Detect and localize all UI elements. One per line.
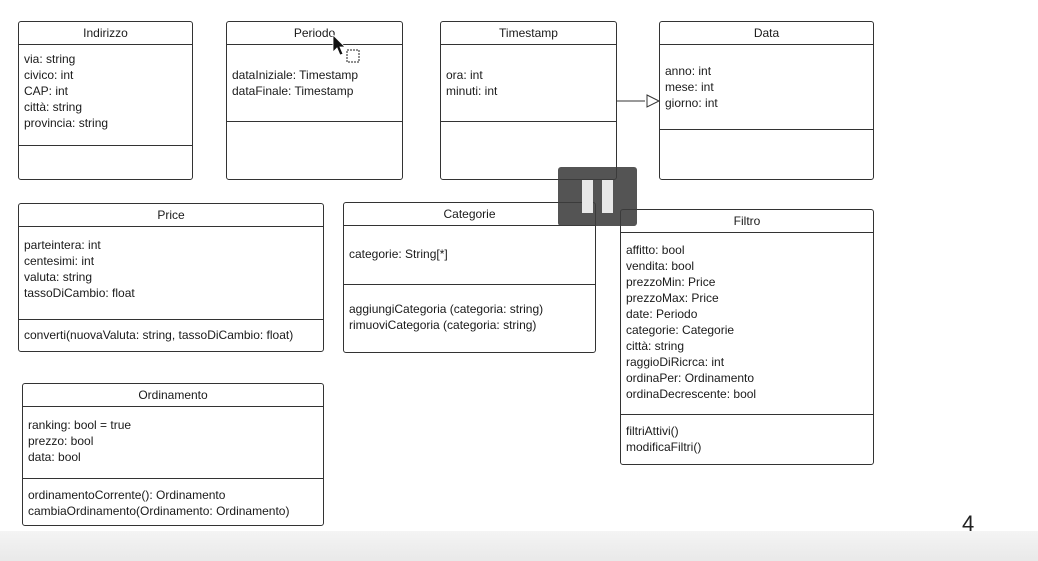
class-attribute: prezzoMin: Price	[626, 275, 716, 289]
class-attribute: affitto: bool	[626, 243, 685, 257]
slide-page-number: 4	[962, 511, 975, 536]
class-attribute: civico: int	[24, 68, 74, 82]
class-categorie-attributes: categorie: String[*]	[344, 226, 595, 285]
class-indirizzo-title: Indirizzo	[19, 22, 192, 45]
class-method: ordinamentoCorrente(): Ordinamento	[28, 488, 226, 502]
class-attribute: prezzo: bool	[28, 434, 94, 448]
class-filtro-methods: filtriAttivi() modificaFiltri()	[621, 415, 873, 455]
class-attribute: mese: int	[665, 80, 714, 94]
class-price: Price parteintera: int centesimi: int valu…	[18, 203, 324, 352]
class-data: Data anno: int mese: int giorno: int	[659, 21, 874, 180]
class-categorie-methods: aggiungiCategoria (categoria: string) rim…	[344, 285, 595, 333]
class-periodo-attributes: dataIniziale: Timestamp dataFinale: Times…	[227, 45, 402, 122]
class-method: filtriAttivi()	[626, 424, 679, 438]
class-attribute: via: string	[24, 52, 76, 66]
class-attribute: valuta: string	[24, 270, 93, 284]
video-footer-bar	[0, 531, 1038, 561]
class-attribute: categorie: String[*]	[349, 247, 448, 261]
class-data-attributes: anno: int mese: int giorno: int	[660, 45, 873, 130]
class-attribute: città: string	[24, 100, 83, 114]
class-data-title: Data	[660, 22, 873, 45]
class-attribute: categorie: Categorie	[626, 323, 735, 337]
class-attribute: ordinaDecrescente: bool	[626, 387, 757, 401]
class-filtro-title: Filtro	[621, 210, 873, 233]
class-attribute: date: Periodo	[626, 307, 698, 321]
class-ordinamento-methods: ordinamentoCorrente(): Ordinamento cambia…	[23, 479, 323, 519]
class-attribute: raggioDiRicrca: int	[626, 355, 725, 369]
class-ordinamento-attributes: ranking: bool = true prezzo: bool data: bo…	[23, 407, 323, 479]
class-attribute: anno: int	[665, 64, 712, 78]
pause-button[interactable]	[558, 167, 637, 226]
class-price-attributes: parteintera: int centesimi: int valuta: st…	[19, 227, 323, 320]
class-timestamp-attributes: ora: int minuti: int	[441, 45, 616, 122]
class-attribute: data: bool	[28, 450, 81, 464]
class-method: aggiungiCategoria (categoria: string)	[349, 302, 544, 316]
class-price-title: Price	[19, 204, 323, 227]
class-attribute: centesimi: int	[24, 254, 95, 268]
class-method: converti(nuovaValuta: string, tassoDiCam…	[24, 328, 294, 342]
class-method: modificaFiltri()	[626, 440, 702, 454]
class-method: cambiaOrdinamento(Ordinamento: Ordinamen…	[28, 504, 290, 518]
class-ordinamento: Ordinamento ranking: bool = true prezzo: …	[22, 383, 324, 526]
class-attribute: parteintera: int	[24, 238, 101, 252]
class-attribute: giorno: int	[665, 96, 718, 110]
class-attribute: dataIniziale: Timestamp	[232, 68, 359, 82]
class-attribute: ora: int	[446, 68, 483, 82]
class-attribute: prezzoMax: Price	[626, 291, 719, 305]
class-attribute: città: string	[626, 339, 685, 353]
class-attribute: ordinaPer: Ordinamento	[626, 371, 755, 385]
class-price-methods: converti(nuovaValuta: string, tassoDiCam…	[19, 320, 323, 343]
pause-icon-bar	[602, 180, 613, 213]
class-attribute: dataFinale: Timestamp	[232, 84, 354, 98]
class-attribute: ranking: bool = true	[28, 418, 132, 432]
class-categorie: Categorie categorie: String[*] aggiungiC…	[343, 202, 596, 353]
class-periodo: Periodo dataIniziale: Timestamp dataFinal…	[226, 21, 403, 180]
class-ordinamento-title: Ordinamento	[23, 384, 323, 407]
class-timestamp: Timestamp ora: int minuti: int	[440, 21, 617, 180]
class-attribute: CAP: int	[24, 84, 69, 98]
class-categorie-title: Categorie	[344, 203, 595, 226]
class-method: rimuoviCategoria (categoria: string)	[349, 318, 537, 332]
class-timestamp-title: Timestamp	[441, 22, 616, 45]
class-periodo-title: Periodo	[227, 22, 402, 45]
class-attribute: tassoDiCambio: float	[24, 286, 135, 300]
pause-icon	[582, 180, 593, 213]
class-attribute: provincia: string	[24, 116, 109, 130]
class-attribute: minuti: int	[446, 84, 498, 98]
class-filtro: Filtro affitto: bool vendita: bool prezzoM…	[620, 209, 874, 465]
class-filtro-attributes: affitto: bool vendita: bool prezzoMin: Pri…	[621, 233, 873, 415]
class-attribute: vendita: bool	[626, 259, 695, 273]
